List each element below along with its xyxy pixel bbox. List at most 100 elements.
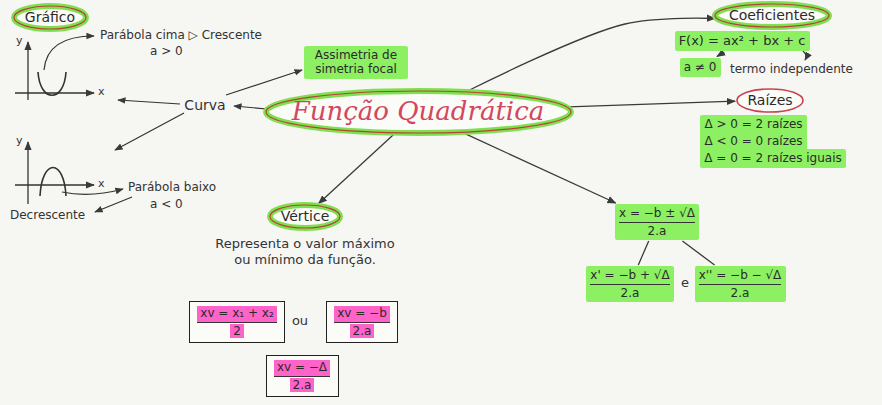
rule-highlight: Δ = 0 = 2 raízes iguais	[700, 149, 846, 168]
graph-note: a > 0	[150, 44, 183, 58]
text-group: F(x) = ax² + bx + c	[679, 33, 806, 49]
conjunction: e	[681, 275, 689, 291]
text-group: Coeficientes	[729, 7, 815, 24]
connector-arrow	[466, 134, 616, 203]
leader-arrow	[226, 70, 302, 95]
oval-highlight	[715, 4, 829, 27]
node-text: Coeficientes	[729, 7, 815, 24]
oval-outline	[266, 91, 571, 133]
oval-highlight	[266, 91, 571, 133]
text-group: Δ = 0 = 2 raízes iguais	[704, 151, 842, 165]
graph-note: Decrescente	[10, 208, 85, 222]
y-axis	[27, 42, 28, 100]
text-group: Δ > 0 = 2 raízes	[704, 117, 802, 131]
formula-highlight: x'' = −b − √Δ 2.a	[695, 266, 786, 302]
numerator: xv = x₁ + x₂	[197, 306, 276, 322]
denominator: 2.a	[731, 286, 750, 300]
connector-arrow	[569, 101, 736, 107]
text-group: Δ < 0 = 0 raízes	[704, 134, 802, 148]
node-text: Δ < 0 = 0 raízes	[704, 134, 802, 148]
text-group: xv = −Δ 2.a	[274, 360, 330, 392]
denominator: 2.a	[621, 286, 640, 300]
formula-highlight: x' = −b + √Δ 2.a	[586, 266, 674, 302]
axis-label: y	[16, 34, 23, 47]
text-group: x = −b ± √Δ 2.a	[619, 206, 695, 238]
node-text: F(x) = ax² + bx + c	[679, 33, 806, 49]
axis-label: x	[98, 85, 105, 98]
denominator: 2.a	[648, 224, 667, 238]
rule-highlight: Δ < 0 = 0 raízes	[700, 132, 807, 151]
graph-note: a < 0	[150, 197, 183, 211]
central-topic: Função Quadrática	[262, 87, 575, 137]
connector-arrow	[319, 135, 394, 204]
node-text: Gráfico	[25, 9, 75, 26]
axis-label: x	[98, 177, 105, 190]
text-group: a ≠ 0	[684, 60, 717, 74]
text-group: xv = x₁ + x₂ 2	[197, 306, 276, 338]
graph-note: Parábola baixo	[128, 180, 216, 194]
description: Representa o valor máximo ou mínimo da f…	[213, 236, 398, 267]
denominator: 2.a	[290, 378, 315, 392]
node-text: Assimetria de simetria focal	[308, 48, 404, 77]
node-text: Vértice	[281, 208, 330, 225]
node-text: Δ > 0 = 2 raízes	[704, 117, 802, 131]
connector-arrow	[717, 52, 724, 57]
oval-highlight	[270, 205, 340, 228]
topic-oval: Raízes	[733, 85, 807, 116]
node-text: Δ = 0 = 2 raízes iguais	[704, 151, 842, 165]
y-axis	[27, 142, 28, 204]
formula-box: xv = −b2.a	[326, 301, 398, 343]
text-group: Assimetria de simetria focal	[308, 48, 404, 77]
numerator: x = −b ± √Δ	[619, 206, 695, 222]
oval-outline	[270, 205, 340, 228]
connector-arrow	[682, 241, 714, 265]
node-text: Função Quadrática	[292, 96, 544, 127]
oval-highlight	[14, 6, 86, 29]
formula-box: xv = x₁ + x₂ 2	[189, 301, 285, 343]
connector-arrow	[469, 18, 715, 90]
graph-note: Parábola cima ▷ Crescente	[100, 28, 262, 42]
formula-highlight: a ≠ 0	[680, 58, 721, 77]
leader-arrow	[803, 51, 806, 60]
text-group: x' = −b + √Δ 2.a	[590, 268, 669, 300]
node-text: a ≠ 0	[684, 60, 717, 74]
topic-oval: Coeficientes	[711, 0, 833, 31]
text-group: x'' = −b − √Δ 2.a	[699, 268, 782, 300]
topic-oval: Gráfico	[10, 2, 90, 33]
formula-highlight: x = −b ± √Δ 2.a	[615, 204, 699, 240]
leader-arrow	[44, 36, 94, 70]
axis-label: y	[16, 134, 23, 147]
denominator: 2	[230, 324, 244, 338]
topic-oval: Vértice	[266, 201, 344, 232]
branch-label: Curva	[184, 97, 225, 114]
leader-arrow	[95, 197, 132, 212]
connector-arrow	[638, 241, 648, 265]
oval-outline	[14, 6, 86, 29]
leader-arrow	[62, 189, 123, 194]
numerator: xv = −b	[334, 306, 390, 322]
node-text: Raízes	[747, 92, 792, 109]
text-group: xv = −b2.a	[334, 306, 390, 338]
oval-outline	[715, 4, 829, 27]
note: termo independente	[730, 62, 853, 76]
numerator: x' = −b + √Δ	[590, 268, 669, 284]
x-axis	[15, 184, 94, 185]
text-group: Gráfico	[25, 9, 75, 26]
note-highlight: Assimetria de simetria focal	[304, 46, 408, 79]
text-group: Raízes	[747, 92, 792, 109]
x-axis	[15, 92, 94, 93]
text-group: Função Quadrática	[292, 96, 544, 127]
numerator: x'' = −b − √Δ	[699, 268, 782, 284]
parabola-up	[38, 72, 66, 95]
conjunction: ou	[292, 313, 308, 329]
oval-outline	[737, 89, 803, 112]
text-group: Vértice	[281, 208, 330, 225]
leader-arrow	[115, 113, 184, 150]
formula-box: xv = −Δ 2.a	[266, 355, 339, 397]
numerator: xv = −Δ	[274, 360, 330, 376]
leader-arrow	[118, 100, 180, 104]
